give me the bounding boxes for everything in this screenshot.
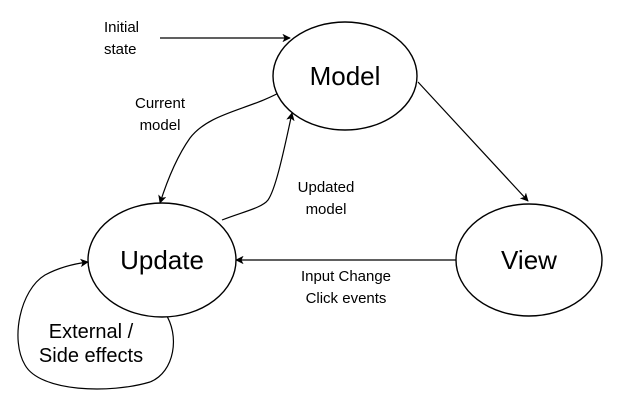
- side-effects-loop: [17, 258, 174, 390]
- updated-model-line-2: model: [306, 201, 347, 218]
- current-model-label: Current model: [135, 95, 186, 134]
- model-label: Model: [310, 61, 381, 91]
- side-effects-line-1: External /: [49, 321, 134, 343]
- updated-model-label: Updated model: [298, 179, 355, 218]
- initial-state-label: Initial state: [104, 19, 139, 58]
- side-effects-line-2: Side effects: [39, 345, 143, 367]
- current-model-line-2: model: [140, 117, 181, 134]
- initial-state-line-1: Initial: [104, 19, 139, 36]
- updated-model-line-1: Updated: [298, 179, 355, 196]
- initial-state-line-2: state: [104, 41, 137, 58]
- input-events-label: Input Change Click events: [301, 268, 391, 307]
- current-model-arrow: [158, 89, 285, 204]
- input-events-line-1: Input Change: [301, 268, 391, 285]
- side-effects-label: External / Side effects: [39, 321, 143, 367]
- update-node: Update: [87, 202, 237, 318]
- view-node: View: [455, 203, 603, 317]
- model-to-view-arrow: [417, 81, 529, 202]
- updated-model-arrow: [221, 112, 295, 221]
- view-ellipse: [455, 203, 603, 317]
- model-node: Model: [272, 21, 418, 131]
- update-label: Update: [120, 245, 204, 275]
- view-label: View: [501, 245, 557, 275]
- current-model-line-1: Current: [135, 95, 186, 112]
- input-events-line-2: Click events: [306, 290, 387, 307]
- model-ellipse: [272, 21, 418, 131]
- update-ellipse: [87, 202, 237, 318]
